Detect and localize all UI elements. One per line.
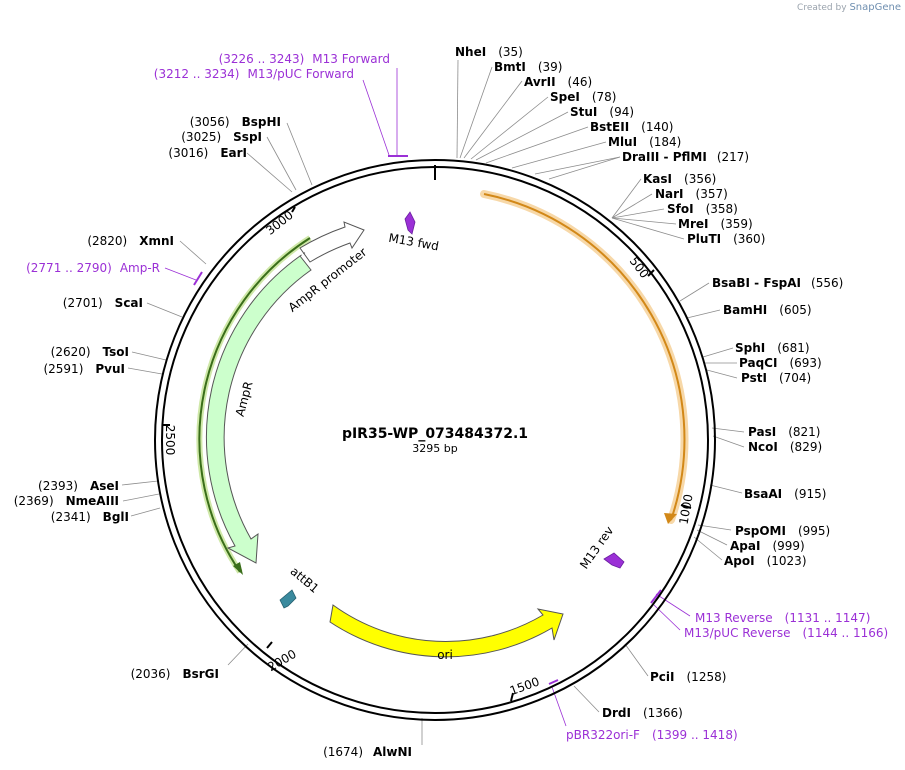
site-label: PasI(821): [748, 425, 820, 439]
site-label: (3056)BspHI: [190, 115, 281, 129]
site-label: (2620)TsoI: [51, 345, 129, 359]
snapgene-logo-text: SnapGene: [849, 2, 901, 13]
site-label: SphI(681): [735, 341, 810, 355]
site-label: (2341)BglI: [51, 510, 129, 524]
created-by-text: Created by: [797, 3, 847, 13]
site-label: (2591)PvuI: [43, 362, 125, 376]
site-label: PspOMI(995): [735, 524, 830, 538]
orange-feature-arc: [480, 190, 689, 524]
site-label: NheI(35): [455, 45, 523, 59]
tick-mark: [291, 206, 296, 213]
site-label: (2036)BsrGI: [131, 667, 219, 681]
primer-marks: [193, 155, 662, 685]
site-labels-right: NheI(35) BmtI(39) AvrII(46) SpeI(78) Stu…: [455, 45, 843, 720]
site-label: (1674)AlwNI: [323, 745, 412, 759]
tick-mark: [510, 692, 514, 702]
primer-mark-amp-r: [193, 271, 203, 286]
backbone: [154, 159, 716, 721]
snapgene-branding: Created by SnapGene: [797, 2, 901, 13]
ampr-outer-line: [196, 235, 312, 575]
site-label: BsaBI - FspAI(556): [712, 276, 843, 290]
plasmid-size: 3295 bp: [412, 442, 457, 455]
primer-label-m13-puc-forward: (3212 .. 3234)M13/pUC Forward: [154, 67, 354, 81]
site-label: (2393)AseI: [38, 479, 119, 493]
m13-rev-feature: M13 rev: [577, 524, 625, 572]
site-label: KasI(356): [643, 172, 716, 186]
site-label: (2820)XmnI: [87, 234, 174, 248]
site-label: (2369)NmeAIII: [14, 494, 119, 508]
site-label: NarI(357): [655, 187, 728, 201]
tick-label-3000: 3000: [263, 208, 296, 238]
tick-mark: [680, 504, 692, 509]
site-labels-left: (1674)AlwNI (2036)BsrGI (2341)BglI (2369…: [14, 115, 412, 759]
site-label: ApoI(1023): [724, 554, 807, 568]
site-label: BamHI(605): [723, 303, 812, 317]
tick-mark: [266, 641, 273, 649]
site-label: BstEII(140): [590, 120, 673, 134]
primer-label-pbr322ori-f: pBR322ori-F(1399 .. 1418): [566, 728, 738, 742]
primer-label-m13-forward: (3226 .. 3243)M13 Forward: [219, 52, 390, 66]
primer-label-m13-reverse: M13 Reverse(1131 .. 1147): [695, 611, 870, 625]
site-label: ApaI(999): [730, 539, 805, 553]
primer-mark-m13-reverse: [650, 589, 662, 604]
site-label: SfoI(358): [667, 202, 738, 216]
site-label: (3025)SspI: [181, 130, 262, 144]
plasmid-name: pIR35-WP_073484372.1: [342, 426, 528, 442]
site-label: BmtI(39): [494, 60, 563, 74]
plasmid-title-group: pIR35-WP_073484372.1 3295 bp: [342, 426, 528, 455]
tick-mark: [647, 269, 655, 277]
primer-labels: (3226 .. 3243)M13 Forward (3212 .. 3234)…: [26, 52, 888, 742]
site-lines: [121, 59, 745, 745]
site-label: PciI(1258): [650, 670, 726, 684]
ori-feature: ori: [329, 604, 564, 662]
site-label: (3016)EarI: [168, 146, 247, 160]
site-label: MreI(359): [678, 217, 753, 231]
site-label: MluI(184): [608, 135, 681, 149]
site-label: PluTI(360): [687, 232, 765, 246]
primer-label-m13-puc-reverse: M13/pUC Reverse(1144 .. 1166): [684, 626, 888, 640]
tick-label-2000: 2000: [265, 647, 298, 674]
ampr-label: AmpR: [233, 380, 256, 418]
site-label: PaqCI(693): [739, 356, 822, 370]
tick-label-2500: 2500: [163, 425, 177, 456]
site-label: (2701)ScaI: [63, 296, 143, 310]
m13-fwd-feature: M13 fwd: [387, 211, 440, 254]
site-label: StuI(94): [570, 105, 634, 119]
primer-mark-pbr322ori-f: [548, 679, 559, 685]
site-label: DraIII - PflMI(217): [622, 150, 749, 164]
tick-label-1000: 1000: [677, 493, 696, 526]
attb1-feature: attB1: [279, 564, 322, 609]
m13-rev-label: M13 rev: [577, 524, 616, 572]
m13-fwd-label: M13 fwd: [387, 231, 440, 254]
site-label: BsaAI(915): [744, 487, 826, 501]
primer-label-amp-r: (2771 .. 2790)Amp-R: [26, 261, 160, 275]
site-label: SpeI(78): [550, 90, 616, 104]
scale-ticks: [162, 206, 692, 702]
ori-label: ori: [437, 648, 453, 662]
site-label: NcoI(829): [748, 440, 822, 454]
site-label: DrdI(1366): [602, 706, 683, 720]
site-label: PstI(704): [741, 371, 811, 385]
site-label: AvrII(46): [524, 75, 592, 89]
